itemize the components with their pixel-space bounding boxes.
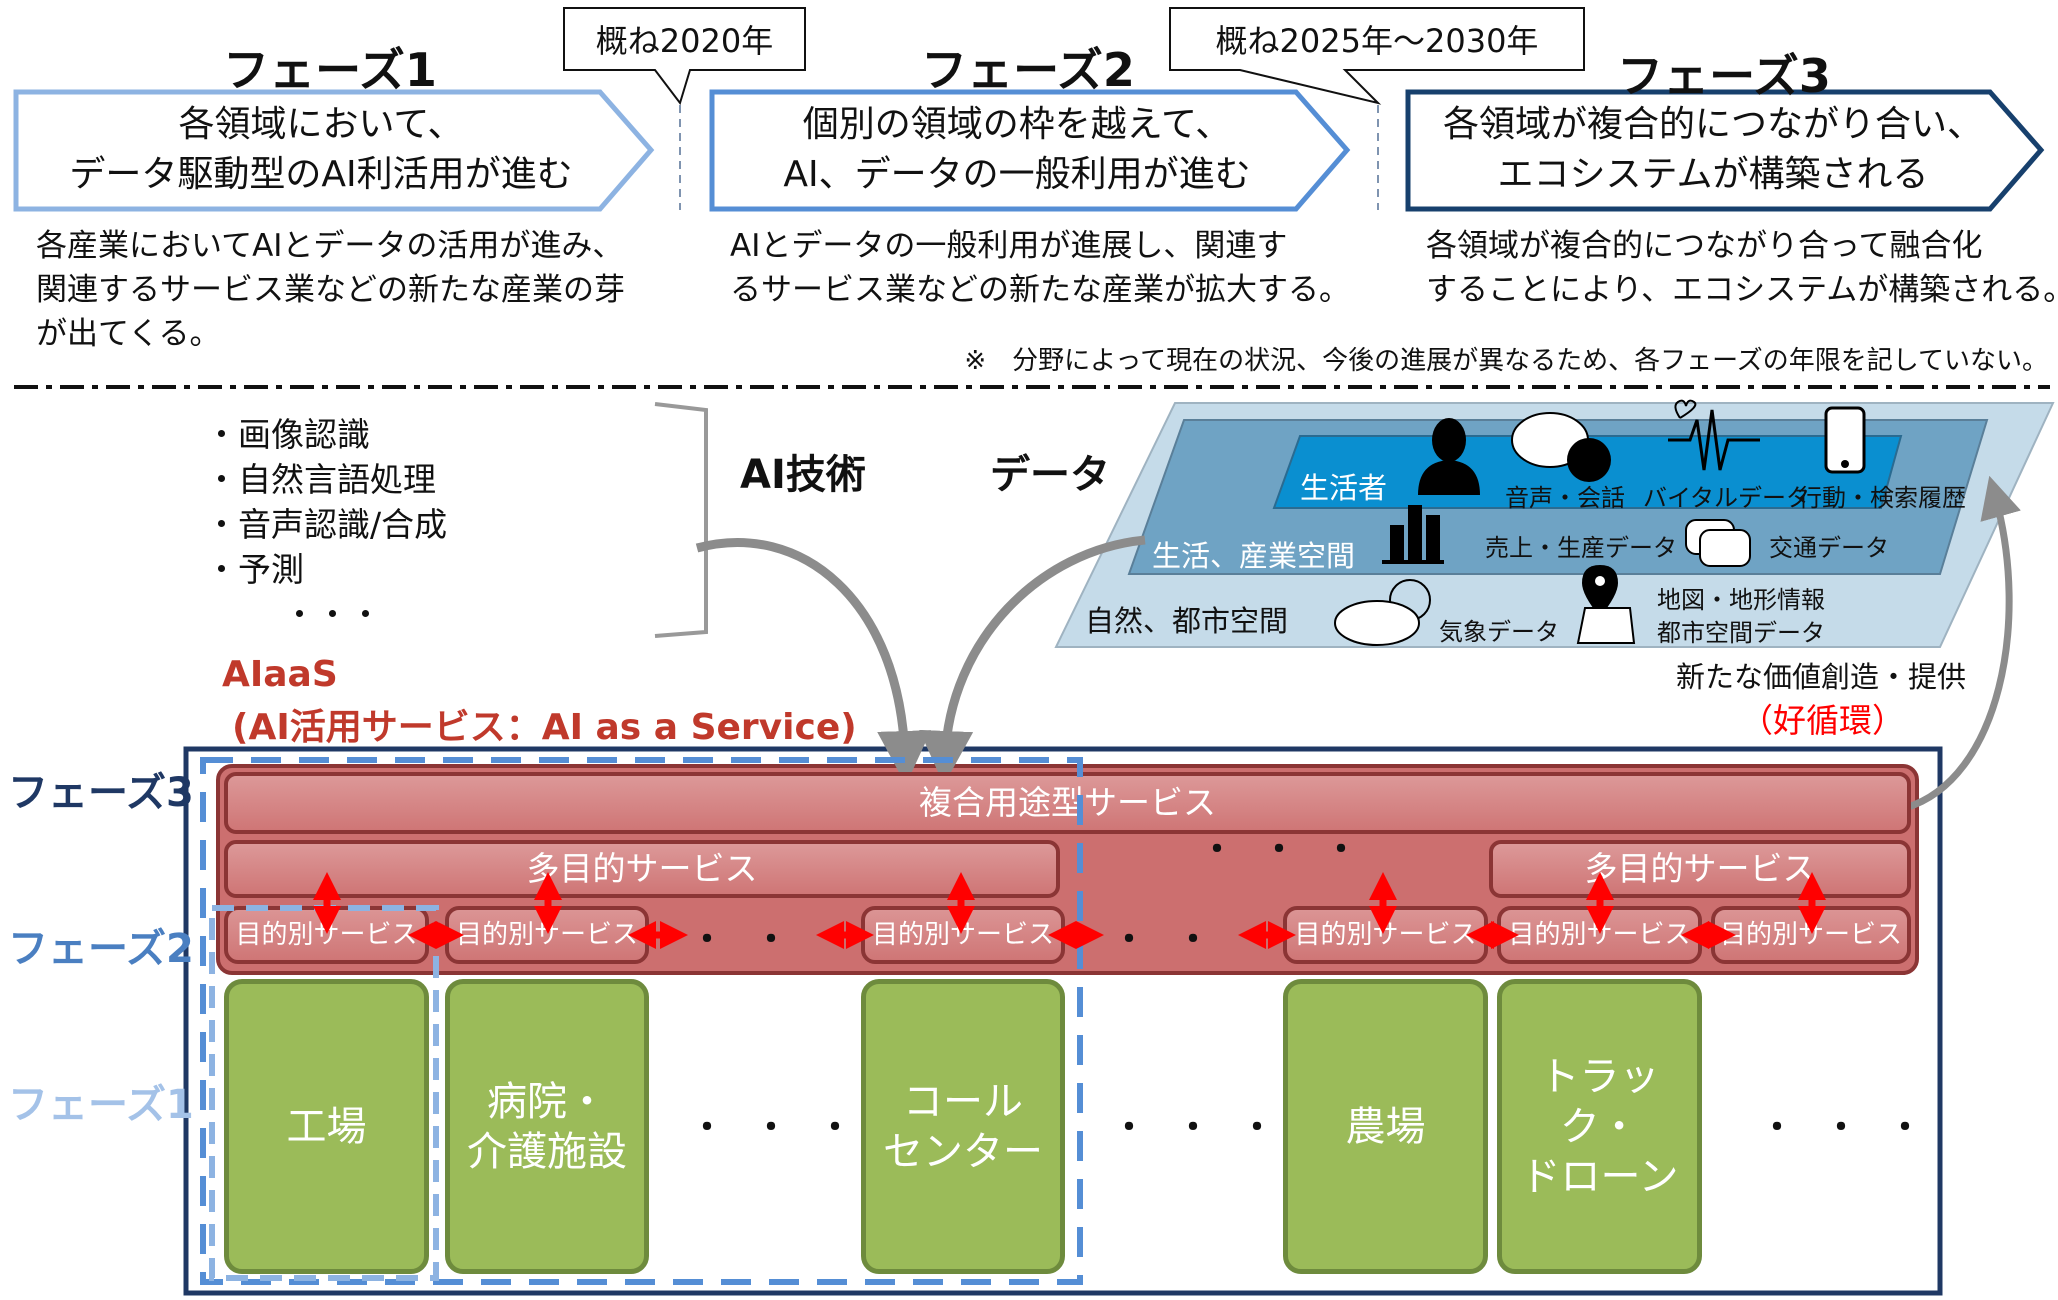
weather-data-label: 気象データ — [1439, 618, 1559, 646]
ellipsis: ・・・ — [690, 1108, 882, 1148]
industry-label: 生活、産業空間 — [1152, 539, 1356, 573]
multi-purpose-service-right: 多目的サービス — [1489, 840, 1911, 898]
speech-bubbles-icon — [1511, 412, 1611, 482]
consumer-label: 生活者 — [1300, 471, 1388, 505]
value-creation-label: 新たな価値創造・提供 — [1676, 660, 1967, 694]
phase2-headline: 個別の領域の枠を越えて、 AI、データの一般利用が進む — [712, 100, 1322, 200]
domain-label: ドローン — [1520, 1153, 1679, 1200]
aiaas-title: AIaaS — [222, 654, 338, 695]
headline-line: データ駆動型のAI利活用が進む — [69, 154, 573, 195]
virtuous-cycle-label: （好循環） — [1740, 701, 1905, 740]
headline-line: 各領域が複合的につながり合い、 — [1442, 104, 1983, 145]
domain-label: 介護施設 — [467, 1128, 627, 1175]
map-data-label: 地図・地形情報 — [1657, 586, 1825, 614]
phase1-row-label: フェーズ1 — [8, 1082, 194, 1128]
aiaas-phase1-region — [209, 905, 439, 1281]
multi-purpose-service-left: 多目的サービス — [224, 840, 1060, 898]
ai-tech-flow-arrow — [695, 538, 932, 785]
domain-farm: 農場 — [1283, 979, 1488, 1274]
bar-chart-icon — [1382, 505, 1444, 564]
desc-line: することにより、エコシステムが構築される。 — [1426, 272, 2058, 308]
headline-line: 各領域において、 — [178, 104, 464, 145]
headline-line: 個別の領域の枠を越えて、 — [802, 104, 1232, 145]
phase3-row-label: フェーズ3 — [8, 770, 194, 816]
desc-line: が出てくる。 — [36, 316, 221, 352]
desc-line: 関連するサービス業などの新たな産業の芽 — [36, 272, 625, 308]
phase1-title: フェーズ1 — [223, 43, 437, 97]
ai-tech-ellipsis: ・・・ — [283, 595, 382, 634]
value-cycle-arrow — [1904, 475, 2021, 812]
ai-tech-item: ・自然言語処理 — [205, 460, 436, 499]
ellipsis: ・・・ — [1112, 1108, 1304, 1148]
callout-2030-box — [1169, 7, 1585, 105]
ai-tech-item: ・画像認識 — [205, 415, 370, 454]
desc-line: AIとデータの一般利用が進展し、関連す — [730, 228, 1288, 264]
callout-2020: 概ね2020年 — [595, 22, 774, 60]
ai-tech-item: ・予測 — [205, 550, 304, 589]
ellipsis: ・・・ — [1200, 830, 1386, 870]
phase1-headline: 各領域において、データ駆動型のAI利活用が進む — [16, 100, 626, 200]
desc-line: るサービス業などの新たな産業が拡大する。 — [730, 272, 1350, 308]
heartbeat-icon — [1668, 399, 1760, 471]
behavior-data-label: 行動・検索履歴 — [1798, 484, 1966, 512]
phase2-row-label: フェーズ2 — [8, 926, 194, 972]
traffic-data-label: 交通データ — [1769, 534, 1889, 562]
cars-icon — [1685, 519, 1751, 567]
desc-line: 各領域が複合的につながり合って融合化 — [1426, 228, 1983, 264]
ai-tech-list: ・画像認識 ・自然言語処理 ・音声認識/合成 ・予測 ・・・ — [205, 412, 447, 637]
vital-data-label: バイタルデータ — [1643, 484, 1811, 512]
phase1-arrow — [13, 89, 655, 212]
sales-data-label: 売上・生産データ — [1485, 534, 1677, 562]
footnote: ※ 分野によって現在の状況、今後の進展が異なるため、各フェーズの年限を記していな… — [964, 346, 2048, 376]
urban-data-label: 都市空間データ — [1657, 619, 1825, 647]
red-link-arrows — [313, 872, 1826, 949]
headline-line: エコシステムが構築される — [1497, 154, 1929, 195]
headline-line: AI、データの一般利用が進む — [783, 154, 1251, 195]
aiaas-subtitle: (AI活用サービス：AI as a Service) — [232, 707, 857, 748]
voice-data-label: 音声・会話 — [1505, 484, 1625, 512]
domain-label: 工場 — [286, 1103, 367, 1150]
domain-label: コール — [903, 1078, 1023, 1125]
domain-label: 病院・ — [487, 1078, 607, 1125]
map-pin-icon — [1576, 565, 1636, 644]
domain-truck-drone: トラック・ドローン — [1497, 979, 1702, 1274]
phase1-description: 各産業においてAIとデータの活用が進み、関連するサービス業などの新たな産業の芽が… — [36, 224, 625, 356]
data-label: データ — [990, 452, 1110, 498]
domain-factory: 工場 — [224, 979, 429, 1274]
ai-tech-item: ・音声認識/合成 — [205, 505, 448, 544]
bracket — [654, 402, 708, 638]
ellipsis: ・・・ — [1760, 1108, 1952, 1148]
nature-label: 自然、都市空間 — [1085, 604, 1289, 638]
callout-2020-box — [563, 7, 806, 106]
phase3-headline: 各領域が複合的につながり合い、エコシステムが構築される — [1408, 100, 2018, 200]
smartphone-icon — [1824, 406, 1866, 474]
domain-call-center: コールセンター — [861, 979, 1065, 1274]
composite-service-bar: 複合用途型サービス — [224, 772, 1911, 834]
phase3-title: フェーズ3 — [1617, 49, 1831, 103]
domain-label: 農場 — [1345, 1103, 1426, 1150]
domain-label: センター — [883, 1128, 1043, 1175]
phase3-arrow — [1405, 89, 2045, 212]
desc-line: 各産業においてAIとデータの活用が進み、 — [36, 228, 624, 264]
aiaas-frame — [183, 746, 1943, 1296]
cloud-sun-icon — [1334, 579, 1431, 646]
phase2-title: フェーズ2 — [921, 43, 1135, 97]
person-icon — [1418, 418, 1480, 495]
phase3-description: 各領域が複合的につながり合って融合化することにより、エコシステムが構築される。 — [1426, 224, 2058, 312]
phase2-description: AIとデータの一般利用が進展し、関連するサービス業などの新たな産業が拡大する。 — [730, 224, 1350, 312]
ai-tech-label: AI技術 — [740, 452, 866, 498]
callout-2025-2030: 概ね2025年～2030年 — [1215, 22, 1539, 60]
phase2-arrow — [709, 89, 1351, 212]
domain-label: トラック・ — [1539, 1053, 1660, 1150]
domain-hospital: 病院・介護施設 — [445, 979, 649, 1274]
aiaas-phase2-region — [200, 757, 1083, 1285]
data-flow-arrow — [919, 535, 1146, 785]
